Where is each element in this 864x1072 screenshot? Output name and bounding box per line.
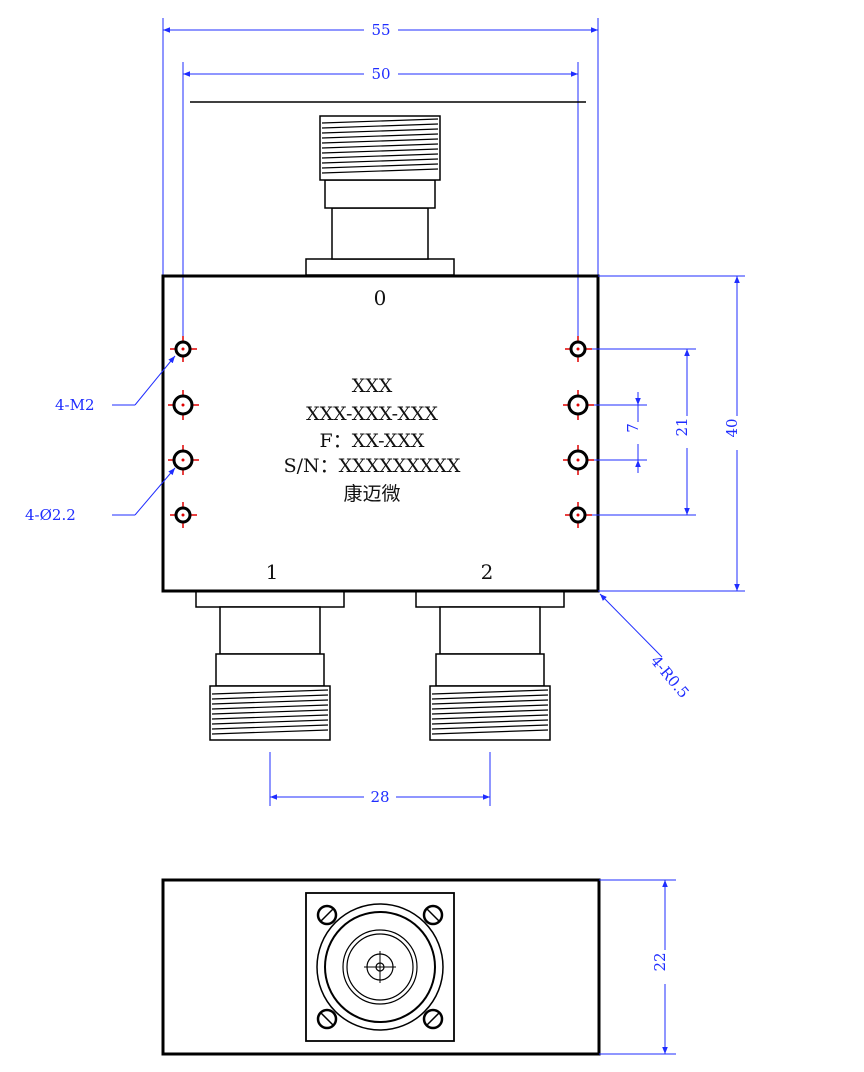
port-1-label: 1	[266, 560, 279, 584]
hole-left-4-icon	[170, 502, 197, 528]
port-spacing-dimension: 28	[269, 752, 491, 806]
overall-width-extension-lines	[162, 18, 599, 350]
housing-body	[161, 274, 600, 593]
corner-radius-label: 4-R0.5	[647, 652, 693, 702]
port-2-label: 2	[481, 560, 494, 584]
port-0-label: 0	[374, 286, 387, 310]
model-line-1: XXX	[352, 375, 393, 397]
mounting-holes	[168, 336, 594, 528]
corner-radius-callout: 4-R0.5	[599, 593, 693, 702]
overall-width-label: 55	[371, 21, 390, 39]
mounting-screw-icon	[422, 1008, 444, 1030]
model-line-2: XXX-XXX-XXX	[306, 403, 438, 425]
thickness-dimension: 22	[599, 879, 676, 1055]
side-view: 22	[161, 878, 676, 1056]
hole-left-3-icon	[168, 445, 199, 475]
mounting-screw-icon	[316, 1008, 338, 1030]
output-connector-2-icon	[415, 590, 565, 741]
serial-number-label: S/N：XXXXXXXXX	[284, 455, 461, 477]
top-view: 55 50	[25, 18, 745, 806]
hole-right-1-icon	[565, 336, 592, 362]
hole-span-dimension: 50	[183, 65, 578, 83]
hole-span-label: 50	[371, 65, 390, 83]
body-height-dimension: 40	[723, 276, 741, 591]
threaded-holes-label: 4-M2	[55, 396, 95, 414]
hole-inner-spacing-label: 7	[624, 423, 642, 433]
n-type-connector-face-icon	[305, 892, 455, 1042]
mounting-screw-icon	[316, 904, 338, 926]
body-height-label: 40	[723, 418, 741, 437]
housing-engraving: XXX XXX-XXX-XXX F：XX-XXX S/N：XXXXXXXXX 康…	[284, 375, 461, 505]
through-holes-callout	[112, 467, 176, 516]
through-holes-label: 4-Ø2.2	[25, 506, 76, 524]
mounting-screw-icon	[422, 904, 444, 926]
hole-outer-spacing-label: 21	[673, 417, 691, 436]
hole-left-2-icon	[168, 390, 199, 420]
port-spacing-label: 28	[370, 788, 389, 806]
hole-outer-spacing-dimension: 21	[673, 349, 691, 515]
hole-inner-spacing-dimension: 7	[624, 392, 642, 473]
frequency-label: F：XX-XXX	[320, 430, 425, 452]
side-housing-body	[161, 878, 601, 1056]
thickness-label: 22	[651, 952, 669, 971]
brand-label: 康迈微	[343, 483, 400, 505]
input-connector-icon	[305, 115, 455, 276]
hole-right-2-icon	[563, 390, 594, 420]
hole-right-4-icon	[565, 502, 592, 528]
flange-screws	[316, 904, 444, 1030]
hole-left-1-icon	[170, 336, 197, 362]
hole-right-3-icon	[563, 445, 594, 475]
output-connector-1-icon	[195, 590, 345, 741]
overall-width-dimension: 55	[163, 21, 598, 39]
threaded-holes-callout	[112, 355, 176, 406]
